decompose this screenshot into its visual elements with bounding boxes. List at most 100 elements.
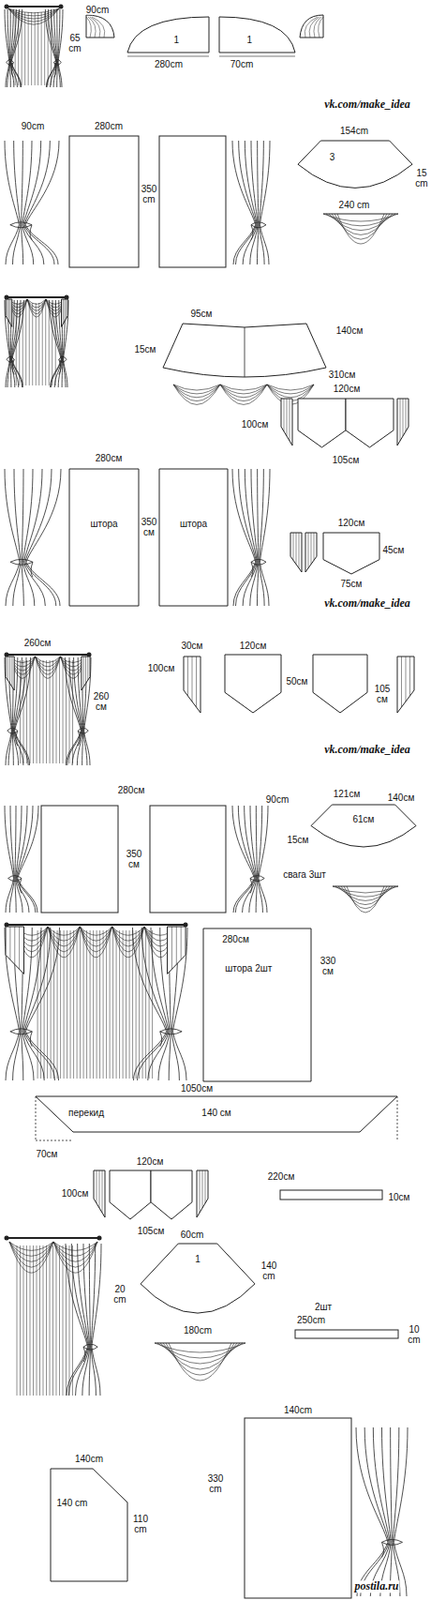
- sheer-pleat: [52, 659, 54, 763]
- sheer-pleat: [96, 929, 98, 1078]
- curtain-panel: [25, 468, 57, 606]
- swag-fold: [8, 8, 60, 19]
- dimension-label: 260см: [23, 637, 53, 648]
- curtain-panel: [242, 804, 256, 912]
- jabot: [397, 398, 409, 446]
- dimension-label: 280см: [117, 784, 147, 795]
- watermark: vk.com/make_idea: [323, 743, 412, 756]
- dimension-label: 10см: [387, 1190, 412, 1202]
- swag-fold: [89, 16, 101, 38]
- sheer-pleat: [138, 929, 140, 1078]
- swag-fold: [334, 213, 387, 239]
- pattern-piece: [159, 135, 226, 268]
- swag-fold: [220, 384, 268, 394]
- jabot-fold: [83, 655, 85, 686]
- dimension-label: 20 cm: [112, 1282, 127, 1304]
- watermark: postila.ru: [353, 1578, 400, 1591]
- swag-fold: [220, 384, 268, 404]
- dimension-label: 90cm: [85, 4, 110, 15]
- curtain-panel: [242, 468, 257, 606]
- dimension-label: 1050см: [179, 1082, 214, 1093]
- sheer-pleat: [109, 929, 111, 1078]
- curtain-rod: [4, 1235, 102, 1238]
- sheer-pleat: [62, 659, 64, 763]
- piece-label: штора 2шт: [224, 962, 272, 973]
- curtain-panel: [82, 1242, 90, 1395]
- jabot: [167, 925, 187, 973]
- rod-finial: [4, 4, 10, 10]
- curtain-panel: [26, 468, 61, 606]
- curtain-panel: [137, 926, 168, 1080]
- tieback: [160, 1030, 163, 1046]
- tieback: [19, 877, 22, 893]
- sheer-pleat: [66, 929, 68, 1078]
- dimension-label: 180cm: [182, 1323, 213, 1335]
- tieback: [11, 61, 14, 77]
- tieback: [29, 224, 32, 240]
- rod-finial: [4, 1234, 10, 1240]
- jabot-fold: [96, 1169, 98, 1203]
- jabot: [5, 655, 15, 690]
- sheer-pleat: [118, 929, 120, 1078]
- dimension-label: 280см: [94, 452, 124, 463]
- tieback: [59, 358, 61, 374]
- swag-fold: [47, 925, 80, 940]
- swag-fold: [173, 384, 221, 404]
- piece-outline-path: [140, 1242, 255, 1312]
- tieback: [10, 558, 33, 565]
- piece-outline: [203, 927, 312, 1081]
- sheer-pleat: [44, 929, 45, 1078]
- watermark: vk.com/make_idea: [323, 98, 412, 111]
- piece-label: 1: [194, 1251, 201, 1263]
- sheer-pleat: [32, 1244, 34, 1395]
- curtain-rod: [4, 922, 188, 925]
- swag-fold: [27, 298, 46, 314]
- sheer-pleat: [47, 12, 49, 86]
- jabot-fold: [14, 925, 15, 964]
- swag-fold: [304, 16, 318, 38]
- curtain-rod: [4, 296, 69, 298]
- curtain-panel: [91, 1242, 102, 1395]
- piece-outline-path: [35, 1095, 398, 1131]
- sheer-pleat: [45, 1244, 47, 1395]
- sheer-pleat: [59, 929, 61, 1078]
- curtain-panel: [56, 9, 59, 88]
- swag-fold: [168, 1341, 232, 1380]
- curtain-panel: [15, 804, 23, 912]
- dimension-label: 330 см: [319, 954, 338, 976]
- curtain-panel: [259, 468, 270, 606]
- valance-piece: [323, 532, 380, 574]
- swag-fold: [53, 1240, 98, 1255]
- rod-finial: [59, 4, 64, 10]
- curtain-panel: [249, 804, 257, 912]
- piece-outline: [219, 16, 296, 53]
- dimension-label: 310см: [327, 369, 357, 380]
- swag-fold: [112, 925, 145, 940]
- swag-fold: [112, 925, 145, 946]
- jabot-fold: [293, 532, 295, 560]
- pattern-piece: [69, 135, 139, 268]
- jabot: [5, 925, 25, 973]
- sheer-pleat: [25, 302, 27, 386]
- dimension-label: 100см: [60, 1187, 90, 1198]
- piece-outline-path: [69, 468, 139, 606]
- tieback: [6, 356, 15, 362]
- sheer-pleat: [44, 12, 45, 86]
- dimension-label: 120см: [337, 517, 367, 528]
- dimension-label: 330 cm: [207, 1471, 225, 1493]
- pattern-piece: 280смштора 2шт: [203, 927, 312, 1081]
- piece-outline-path: [50, 1467, 128, 1580]
- dimension-label: 100см: [240, 418, 270, 430]
- swag-fold: [53, 1240, 98, 1272]
- curtain-panel: [393, 1426, 408, 1595]
- tieback: [250, 875, 265, 881]
- dimension-label: 154cm: [339, 125, 370, 136]
- sheer-pleat: [19, 1244, 21, 1395]
- sheer-pleat: [69, 659, 71, 763]
- curtain-panel: [25, 140, 60, 265]
- dimension-label: 350 cm: [140, 183, 159, 205]
- piece-outline-path: [311, 803, 417, 847]
- tieback: [15, 729, 18, 745]
- curtain-panel: [255, 804, 257, 912]
- dimension-label: 350 см: [125, 847, 144, 869]
